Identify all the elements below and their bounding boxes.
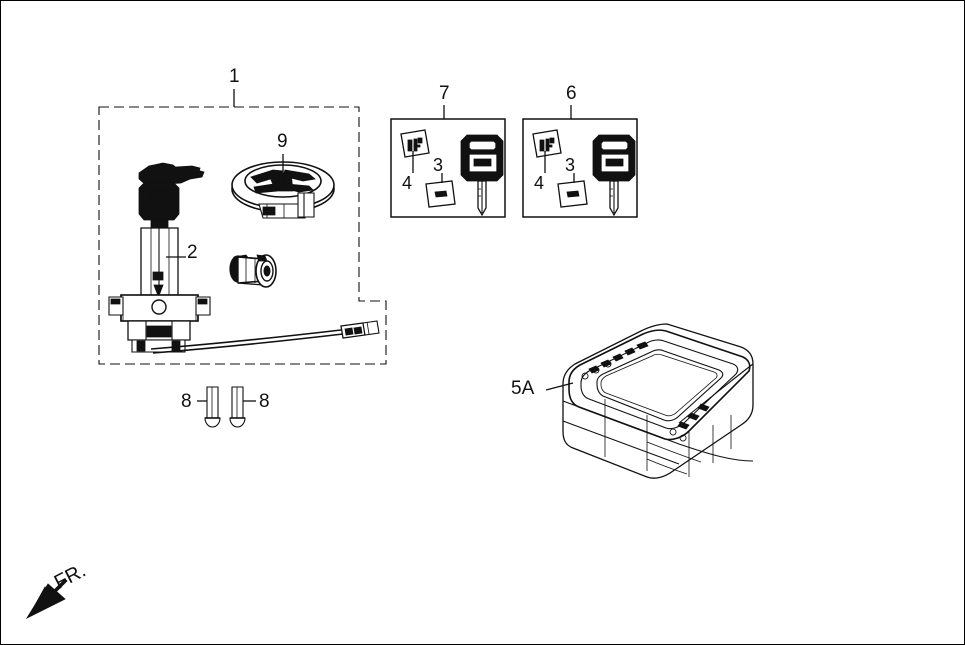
steering-lock-ring [231, 161, 335, 219]
key-tag-3-right [557, 180, 588, 208]
callout-label-3-left: 3 [433, 155, 444, 175]
callout-label-9: 9 [277, 131, 288, 152]
front-direction-arrow [25, 578, 68, 619]
transponder-key-right [592, 134, 636, 217]
wire-harness-connector [150, 320, 380, 354]
ignition-switch-assembly [108, 162, 211, 353]
callout-label-7: 7 [439, 83, 450, 104]
lock-cylinder [229, 254, 277, 288]
transponder-key-left [460, 134, 504, 217]
bolt-right [229, 386, 246, 428]
key-tag-4-right [532, 129, 562, 158]
callout-label-4-left: 4 [402, 173, 413, 193]
callout-label-6: 6 [566, 83, 577, 104]
callout-label-8-right: 8 [259, 391, 270, 412]
key-tag-4-left [400, 129, 430, 158]
key-tag-3-left [425, 180, 456, 208]
callout-label-1: 1 [229, 66, 240, 87]
callout-label-4-right: 4 [534, 173, 545, 193]
callout-label-3-right: 3 [565, 155, 576, 175]
ignition-key-set-group-box [98, 106, 387, 365]
bolt-left [204, 386, 221, 428]
callout-label-5a: 5A [511, 378, 535, 399]
callout-label-2: 2 [187, 242, 198, 263]
callout-label-8-left: 8 [181, 391, 192, 412]
navigation-display-unit [562, 323, 754, 479]
callout-leader-5a [545, 382, 574, 391]
